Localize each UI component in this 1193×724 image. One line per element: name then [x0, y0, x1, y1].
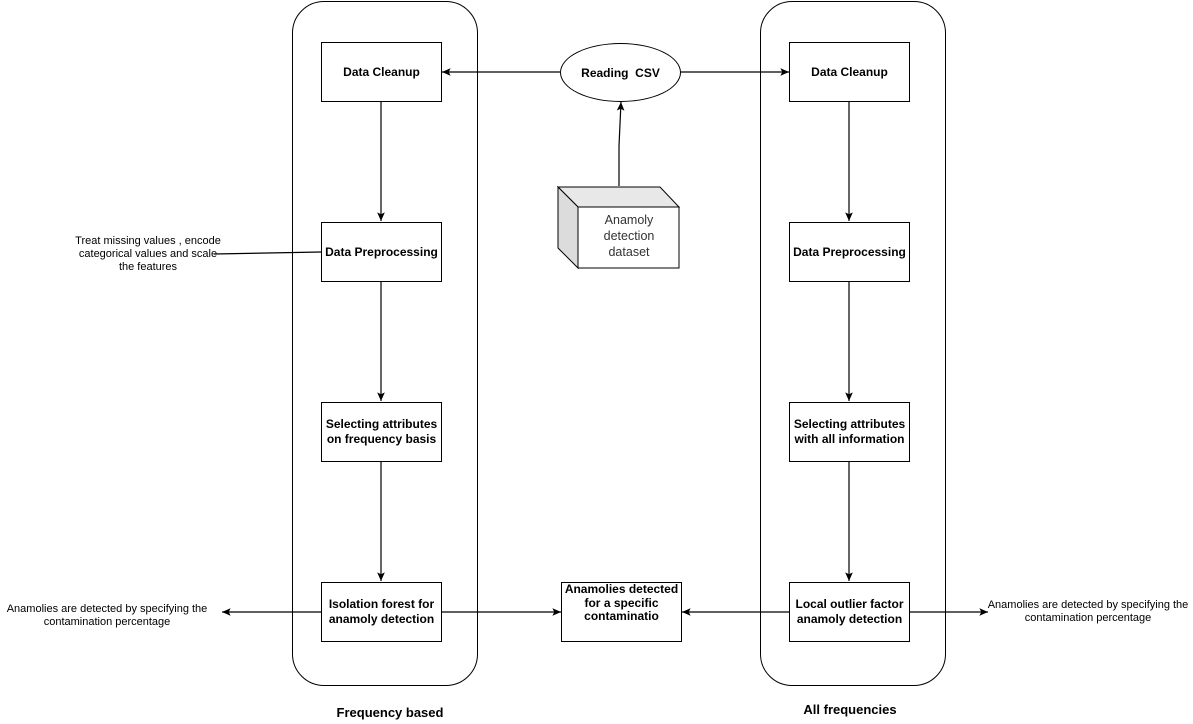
left-selecting-attributes-box: Selecting attributes on frequency basis [321, 402, 442, 462]
left-data-preprocessing-box: Data Preprocessing [321, 222, 442, 282]
right-selecting-attributes-box: Selecting attributes with all informatio… [789, 402, 910, 462]
local-outlier-factor-box: Local outlier factor anamoly detection [789, 582, 910, 642]
frequency-based-lane [292, 1, 478, 686]
preprocessing-note: Treat missing values , encode categorica… [75, 235, 221, 273]
edge-dataset-to-reader [616, 101, 625, 186]
right-data-cleanup-box: Data Cleanup [789, 42, 910, 102]
all-frequencies-title: All frequencies [803, 702, 897, 717]
anomalies-detected-box: Anamolies detected for a specific contam… [561, 582, 682, 642]
isolation-forest-box: Isolation forest for anamoly detection [321, 582, 442, 642]
dataset-label: Anamoly detection dataset [603, 213, 655, 259]
left-data-cleanup-box: Data Cleanup [321, 42, 442, 102]
dataset-cube [556, 185, 681, 270]
frequency-based-title: Frequency based [336, 705, 444, 720]
right-detection-note: Anamolies are detected by specifying the… [987, 599, 1189, 624]
all-frequencies-lane [760, 1, 946, 686]
left-detection-note: Anamolies are detected by specifying the… [6, 603, 208, 628]
right-data-preprocessing-box: Data Preprocessing [789, 222, 910, 282]
edge-note-to-preprocessing [213, 251, 322, 255]
reading-csv-node: Reading CSV [560, 43, 681, 102]
